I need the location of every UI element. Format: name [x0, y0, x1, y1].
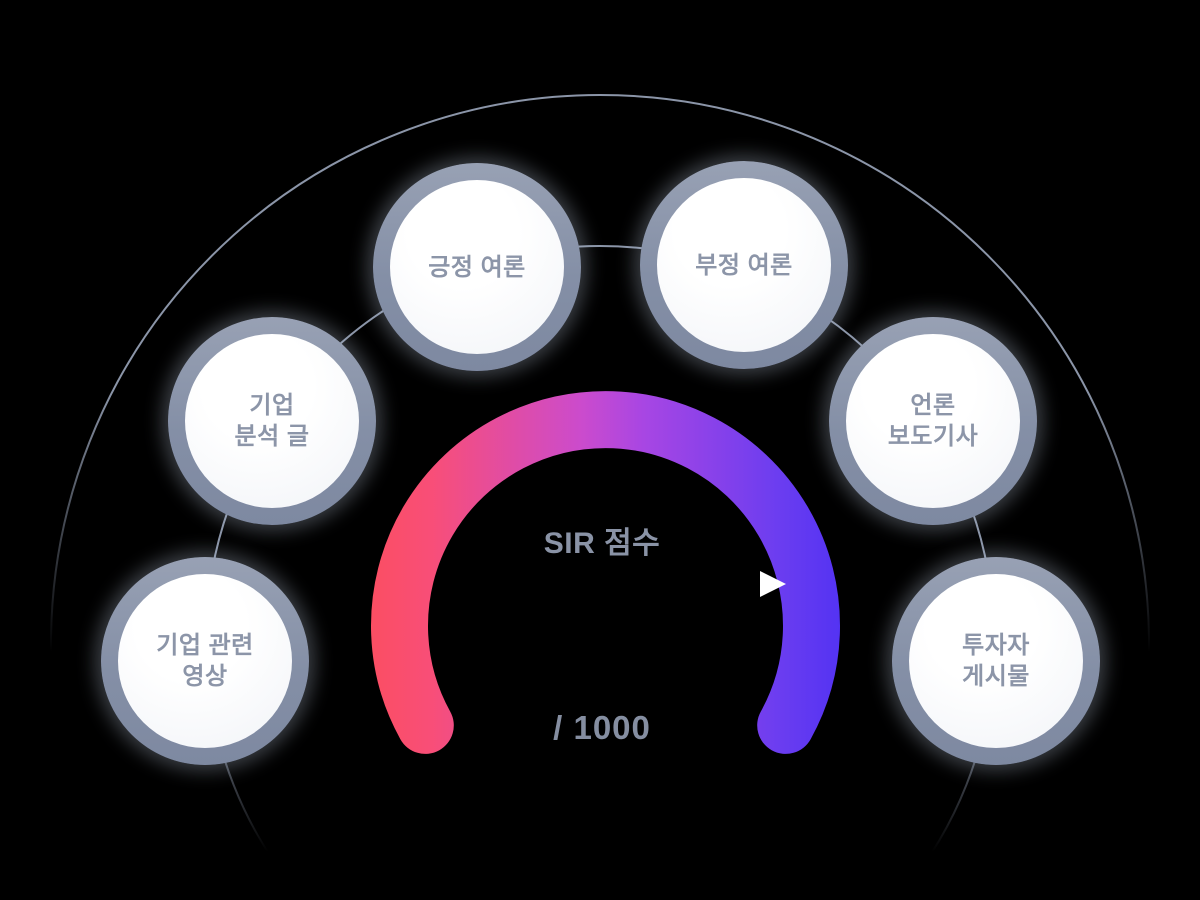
node-label-line: 분석 글: [234, 423, 310, 450]
node-label: 기업 분석 글: [235, 390, 310, 452]
gauge-denominator: / 1000: [553, 709, 651, 746]
node-negative-opinion: 부정 여론: [640, 161, 848, 369]
node-circle: 기업 관련 영상: [118, 574, 292, 748]
node-label-line: 보도기사: [887, 423, 979, 450]
node-circle: 언론 보도기사: [846, 334, 1020, 508]
node-label-line: 기업 관련: [156, 632, 254, 659]
node-company-analysis: 기업 분석 글: [168, 317, 376, 525]
node-positive-opinion: 긍정 여론: [373, 163, 581, 371]
outer-guide-arc: [50, 94, 1150, 900]
node-label: 기업 관련 영상: [156, 630, 254, 692]
node-circle: 부정 여론: [657, 178, 831, 352]
node-company-videos: 기업 관련 영상: [101, 557, 309, 765]
node-press-articles: 언론 보도기사: [829, 317, 1037, 525]
node-label-line: 긍정 여론: [428, 253, 526, 281]
gauge-arc: [371, 391, 840, 754]
node-circle: 긍정 여론: [390, 180, 564, 354]
node-label-line: 언론: [910, 392, 956, 419]
node-label: 부정 여론: [695, 250, 793, 281]
node-label-line: 영상: [182, 663, 228, 690]
node-circle: 투자자 게시물: [909, 574, 1083, 748]
node-label-line: 투자자: [962, 632, 1030, 659]
node-circle: 기업 분석 글: [185, 334, 359, 508]
node-label: 투자자 게시물: [962, 630, 1030, 692]
gauge-title: SIR 점수: [543, 527, 661, 560]
node-label-line: 기업: [249, 392, 295, 419]
node-label-line: 게시물: [962, 663, 1030, 690]
node-label-line: 부정 여론: [695, 251, 793, 279]
gauge-pointer-icon: [760, 571, 786, 597]
node-label: 언론 보도기사: [888, 390, 978, 452]
node-investor-posts: 투자자 게시물: [892, 557, 1100, 765]
node-label: 긍정 여론: [428, 252, 526, 283]
